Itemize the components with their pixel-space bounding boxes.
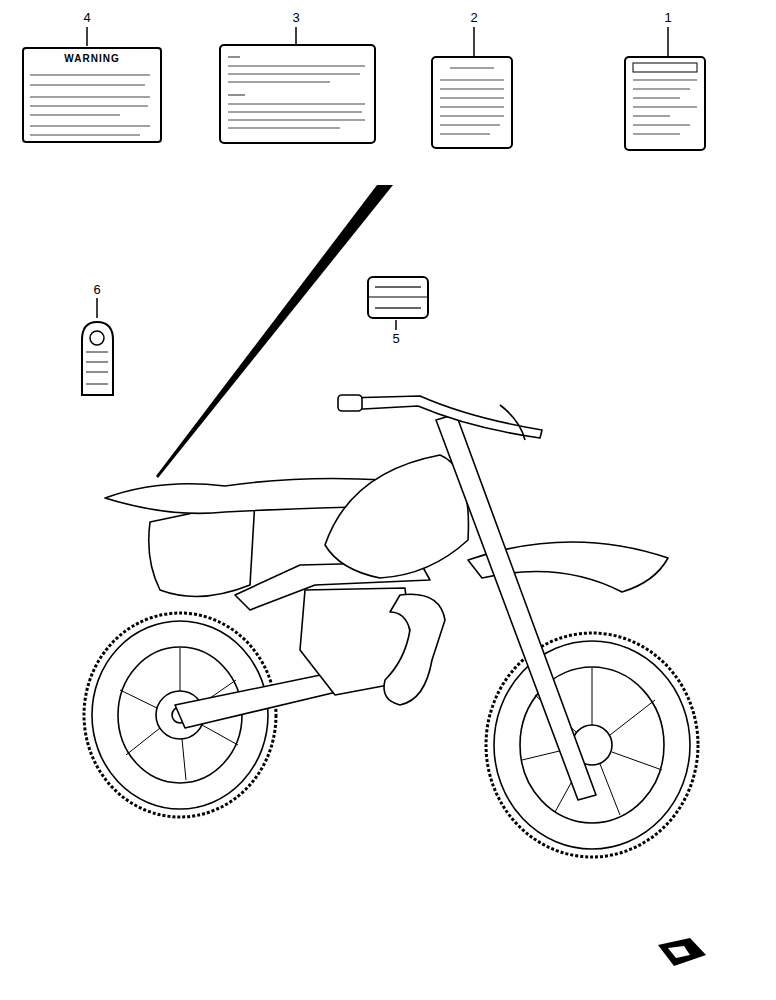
fuel-sticker — [368, 277, 428, 318]
leader-line — [96, 298, 98, 318]
info-sticker — [432, 57, 512, 148]
callout-number: 3 — [292, 11, 299, 24]
sticker-text-lines — [30, 75, 150, 135]
sticker-text-lines — [440, 68, 504, 134]
leader-line — [295, 27, 297, 44]
leader-line — [86, 27, 88, 46]
warning-sticker: WARNING — [22, 47, 162, 143]
leader-lines — [87, 27, 668, 330]
callout-number: 6 — [93, 283, 100, 296]
sticker-text-lines — [375, 287, 421, 308]
leader-line — [395, 320, 397, 330]
callout-number: 5 — [392, 332, 399, 345]
pointer-wedge — [156, 185, 393, 478]
sticker-text-lines — [228, 57, 365, 128]
page-mark-icon — [658, 938, 706, 966]
callout-number: 2 — [470, 11, 477, 24]
info-sticker — [625, 57, 705, 150]
caution-sticker — [220, 45, 375, 143]
tag-sticker — [82, 322, 113, 395]
sticker-text-lines — [633, 80, 697, 134]
callout-number: 4 — [83, 11, 90, 24]
leader-line — [667, 27, 669, 56]
leader-line — [473, 27, 475, 56]
sticker-heading: WARNING — [30, 53, 154, 64]
callout-number: 1 — [664, 11, 671, 24]
motorcycle-drawing — [84, 395, 698, 857]
sticker-header — [633, 63, 697, 72]
